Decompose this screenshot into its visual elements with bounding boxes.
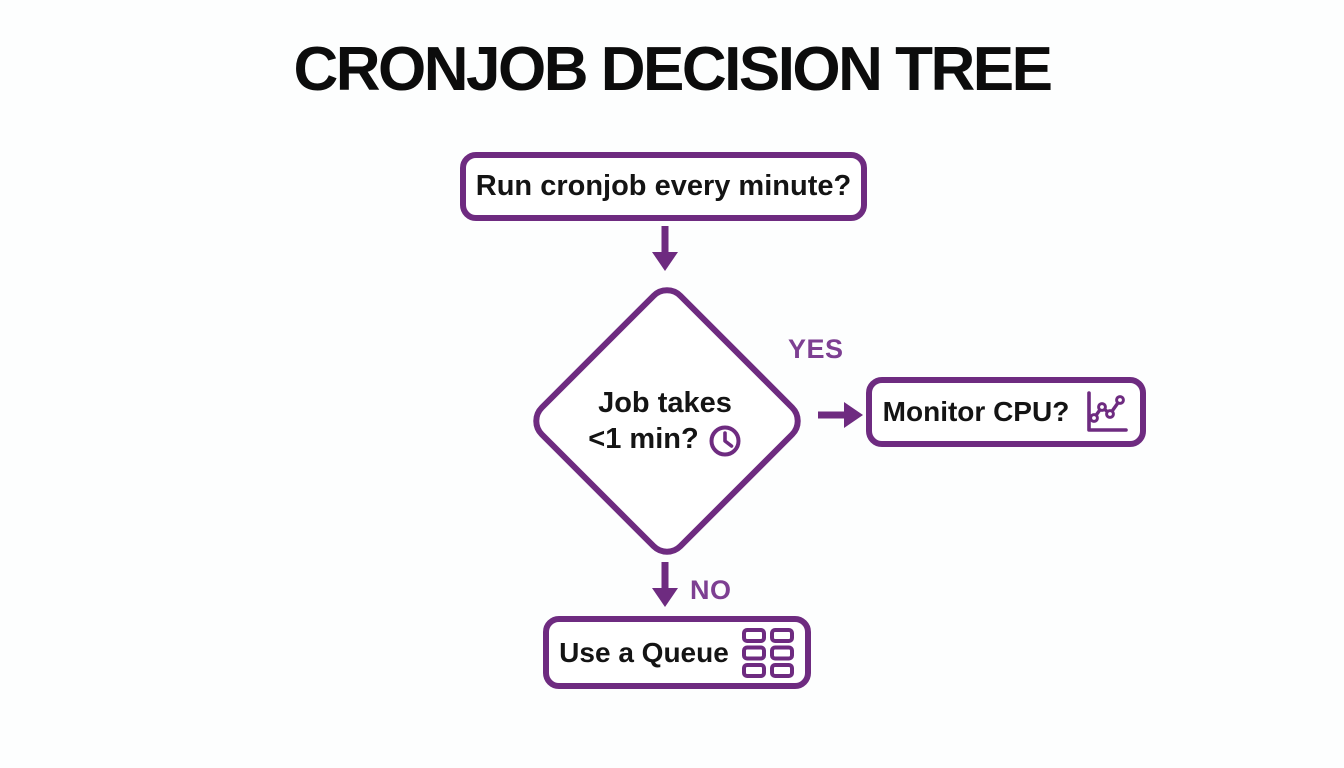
connector-arrow-down-no-icon <box>652 562 678 607</box>
connector-arrow-right-icon <box>818 402 863 428</box>
queue-grid-icon <box>741 627 794 678</box>
use-queue-label: Use a Queue <box>559 636 729 668</box>
monitor-cpu-label: Monitor CPU? <box>882 396 1070 427</box>
start-node-label: Run cronjob every minute? <box>475 170 852 202</box>
decision-label-line1: Job takes <box>598 387 732 419</box>
decision-label-line2: <1 min? <box>588 423 699 455</box>
decision-node-label: Job takes <1 min? <box>540 386 790 458</box>
page-title: CRONJOB DECISION TREE <box>293 35 1053 104</box>
branch-label-no: NO <box>690 575 732 605</box>
branch-label-yes: YES <box>788 334 844 364</box>
clock-icon <box>709 425 741 457</box>
line-chart-icon <box>1087 391 1129 432</box>
flow-node-use-queue: Use a Queue <box>543 616 811 689</box>
connector-arrow-down-icon <box>652 226 678 271</box>
flow-node-start: Run cronjob every minute? <box>460 152 867 221</box>
flow-node-monitor-cpu: Monitor CPU? <box>866 377 1146 447</box>
